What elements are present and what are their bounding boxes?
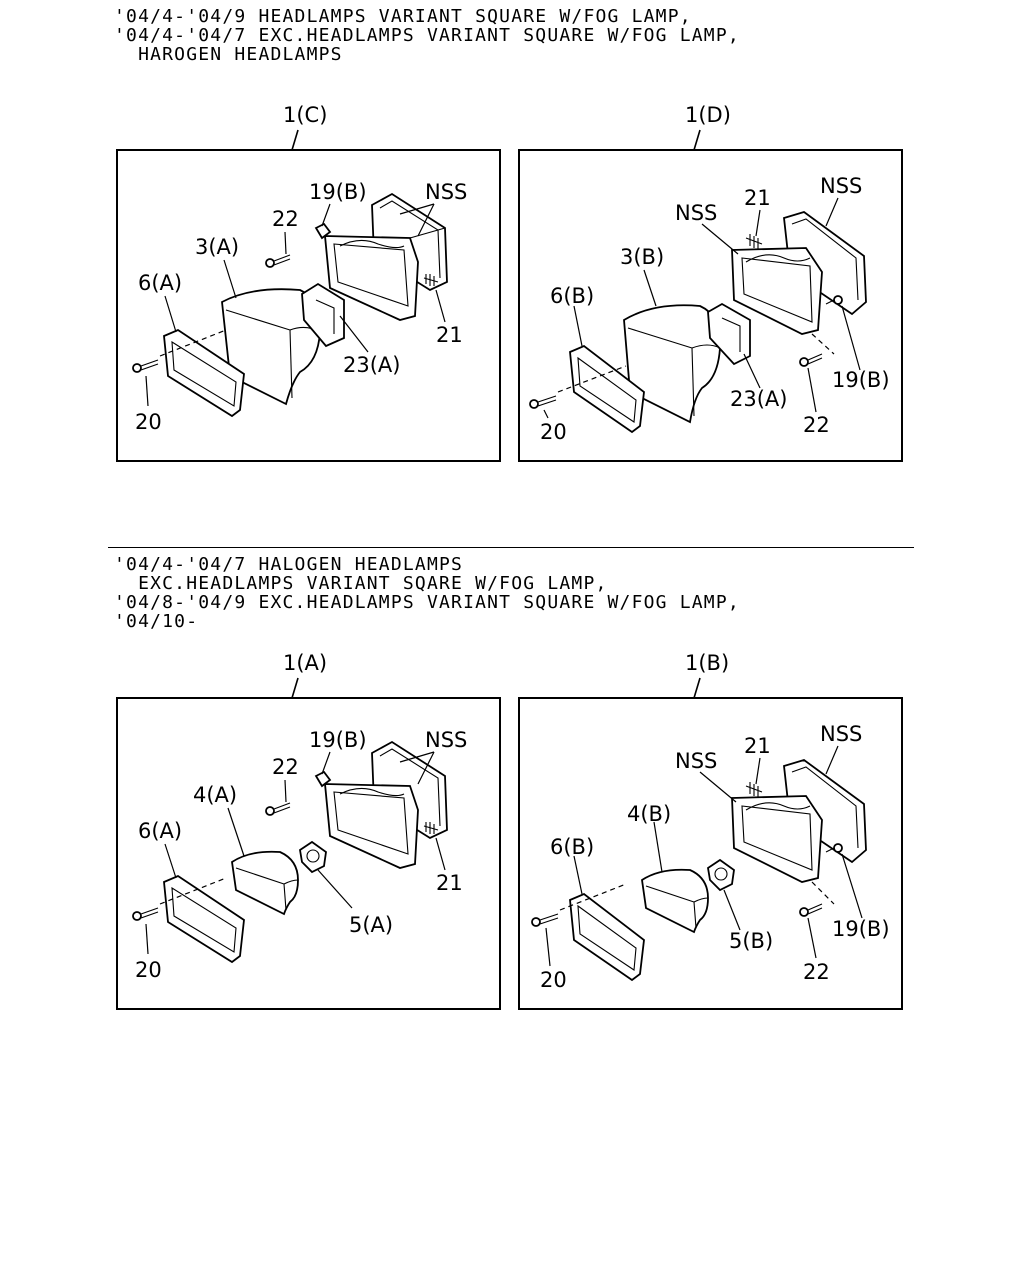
panel-1b-title: 1(B)	[685, 651, 729, 675]
housing-front-nss	[731, 247, 823, 335]
label-20: 20	[135, 410, 162, 434]
label-nss-front: NSS	[675, 749, 717, 773]
lamp-unit	[231, 850, 299, 916]
header-top-line-1: '04/4-'04/9 HEADLAMPS VARIANT SQUARE W/F…	[114, 6, 692, 27]
clip-19	[314, 222, 332, 240]
screw-22	[265, 802, 291, 816]
header-bottom-line-3: '04/8-'04/9 EXC.HEADLAMPS VARIANT SQUARE…	[114, 592, 740, 613]
label-20: 20	[135, 958, 162, 982]
screw-20	[529, 395, 557, 409]
screw-19	[825, 295, 843, 305]
header-top: '04/4-'04/9 HEADLAMPS VARIANT SQUARE W/F…	[114, 7, 740, 64]
panel-1d-title-leader	[693, 129, 701, 151]
label-nss-front: NSS	[675, 201, 717, 225]
screw-21	[745, 782, 763, 798]
housing-assembly	[324, 740, 448, 869]
label-4b: 4(B)	[627, 802, 671, 826]
header-bottom-line-1: '04/4-'04/7 HALOGEN HEADLAMPS	[114, 554, 464, 575]
label-3b: 3(B)	[620, 245, 664, 269]
clip-19	[314, 770, 332, 788]
label-22: 22	[803, 413, 830, 437]
lamp-unit	[641, 868, 709, 934]
leader-lines	[545, 745, 863, 967]
label-19b: 19(B)	[309, 728, 367, 752]
label-6b: 6(B)	[550, 284, 594, 308]
housing-assembly	[324, 192, 448, 321]
label-19b: 19(B)	[832, 917, 890, 941]
leader-lines	[543, 197, 861, 419]
label-6a: 6(A)	[138, 271, 182, 295]
bulb	[299, 840, 327, 874]
header-bottom-line-2: EXC.HEADLAMPS VARIANT SQARE W/FOG LAMP,	[114, 573, 608, 594]
header-bottom: '04/4-'04/7 HALOGEN HEADLAMPS EXC.HEADLA…	[114, 555, 740, 631]
panel-1d-title: 1(D)	[685, 103, 731, 127]
header-top-line-2: '04/4-'04/7 EXC.HEADLAMPS VARIANT SQUARE…	[114, 25, 740, 46]
label-21: 21	[744, 734, 771, 758]
screw-20	[132, 359, 159, 373]
label-nss: NSS	[425, 728, 467, 752]
label-20: 20	[540, 968, 567, 992]
label-21: 21	[744, 186, 771, 210]
bezel-ring	[163, 328, 245, 418]
label-6b: 6(B)	[550, 835, 594, 859]
screw-19	[825, 843, 843, 853]
label-nss-back: NSS	[820, 722, 862, 746]
label-21: 21	[436, 871, 463, 895]
bezel-ring	[569, 344, 645, 434]
panel-1a-title: 1(A)	[283, 651, 327, 675]
socket-cover	[301, 282, 345, 348]
label-nss-back: NSS	[820, 174, 862, 198]
screw-21	[745, 234, 763, 250]
label-5a: 5(A)	[349, 913, 393, 937]
header-top-line-3: HAROGEN HEADLAMPS	[114, 44, 343, 65]
screw-22	[799, 903, 823, 917]
panel-1b-title-leader	[693, 677, 701, 699]
label-6a: 6(A)	[138, 819, 182, 843]
label-19b: 19(B)	[832, 368, 890, 392]
panel-1c: 1(C)	[132, 103, 467, 434]
label-3a: 3(A)	[195, 235, 239, 259]
bulb	[707, 858, 735, 892]
label-22: 22	[272, 755, 299, 779]
bezel-ring	[569, 892, 645, 982]
panel-1c-title: 1(C)	[283, 103, 327, 127]
label-19b: 19(B)	[309, 180, 367, 204]
screw-20	[531, 913, 559, 927]
screw-20	[132, 907, 159, 921]
bezel-ring	[163, 874, 245, 964]
section-divider	[108, 547, 914, 548]
label-4a: 4(A)	[193, 783, 237, 807]
screw-22	[799, 353, 823, 367]
label-22: 22	[272, 207, 299, 231]
screw-21	[423, 274, 439, 286]
screw-22	[265, 254, 291, 268]
label-23a: 23(A)	[730, 387, 787, 411]
leader-lines	[145, 203, 446, 407]
label-22: 22	[803, 960, 830, 984]
panel-1a-title-leader	[291, 677, 299, 699]
panel-1b: 1(B)	[531, 651, 890, 992]
leader-lines	[145, 751, 446, 955]
label-21: 21	[436, 323, 463, 347]
screw-21	[423, 822, 439, 834]
panel-1c-title-leader	[291, 129, 299, 151]
header-bottom-line-4: '04/10-	[114, 611, 199, 632]
panel-1a: 1(A)	[132, 651, 467, 982]
label-5b: 5(B)	[729, 929, 773, 953]
housing-front-nss	[731, 795, 823, 883]
panel-1d: 1(D)	[529, 103, 890, 444]
socket-cover	[707, 302, 751, 366]
label-20: 20	[540, 420, 567, 444]
label-nss: NSS	[425, 180, 467, 204]
label-23a: 23(A)	[343, 353, 400, 377]
